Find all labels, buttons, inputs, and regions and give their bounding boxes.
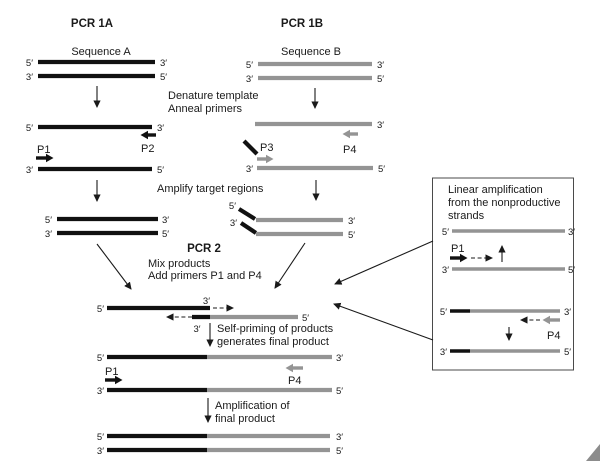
- prime-label: 5′: [564, 347, 571, 358]
- prime-label: 3′: [246, 164, 253, 175]
- prime-label: 5′: [348, 230, 355, 241]
- prime-label: 5′: [26, 123, 33, 134]
- prime-label: 3′: [348, 216, 355, 227]
- anneal-text: Anneal primers: [168, 103, 242, 115]
- primer-p4-label: P4: [547, 330, 560, 342]
- note-box: Linear amplification from the nonproduct…: [333, 177, 575, 371]
- prime-label: 5′: [377, 74, 384, 85]
- pcr1a-title: PCR 1A: [71, 18, 113, 30]
- amplify-text: Amplify target regions: [157, 183, 264, 195]
- prime-label: 3′: [442, 265, 449, 276]
- primer-p3-label: P3: [260, 142, 273, 154]
- prime-label: 5′: [378, 164, 385, 175]
- prime-label: 3′: [97, 386, 104, 397]
- prime-label: 5′: [246, 60, 253, 71]
- pointer-arrow-lower: [333, 302, 434, 341]
- prime-label: 3′: [336, 432, 343, 443]
- note-box-border: [432, 177, 574, 371]
- prime-label: 3′: [193, 324, 200, 335]
- prime-label: 5′: [97, 353, 104, 364]
- prime-label: 3′: [26, 165, 33, 176]
- annealed-heteroduplex: 5′ 3′ 5′ 3′: [97, 296, 309, 335]
- prime-label: 3′: [203, 296, 210, 307]
- prime-label: 5′: [97, 432, 104, 443]
- prime-label: 5′: [336, 386, 343, 397]
- black-tail-top: [237, 207, 257, 221]
- prime-label: 3′: [377, 120, 384, 131]
- prime-label: 3′: [157, 123, 164, 134]
- prime-label: 3′: [97, 446, 104, 457]
- prime-label: 5′: [160, 72, 167, 83]
- pcr2-title: PCR 2: [187, 243, 221, 255]
- sequence-a-label: Sequence A: [71, 46, 131, 58]
- prime-label: 5′: [97, 304, 104, 315]
- pcr1b-product-duplex: 5′ 3′ 3′ 5′: [229, 201, 355, 241]
- prime-label: 5′: [162, 229, 169, 240]
- prime-label: 5′: [336, 446, 343, 457]
- sequence-b-duplex: 5′ 3′ 3′ 5′: [246, 60, 384, 85]
- primer-p1-label: P1: [37, 144, 50, 156]
- primer-p4-label: P4: [343, 144, 356, 156]
- denatured-a-with-primers: 5′ 3′ P2 P1 3′ 5′: [26, 123, 164, 176]
- amplification-text-line1: Amplification of: [215, 400, 291, 412]
- prime-label: 5′: [45, 215, 52, 226]
- primer-p1-label: P1: [105, 366, 118, 378]
- prime-label: 3′: [162, 215, 169, 226]
- prime-label: 5′: [440, 307, 447, 318]
- sequence-a-duplex: 5′ 3′ 3′ 5′: [26, 58, 167, 83]
- self-priming-text-line2: generates final product: [217, 336, 329, 348]
- prime-label: 5′: [302, 313, 309, 324]
- nonproductive-strand-group-1: 5′ 3′ P1 3′ 5′: [442, 227, 575, 276]
- prime-label: 3′: [45, 229, 52, 240]
- mix-arrow-from-a: [96, 243, 132, 290]
- pcr2-section: 5′ 3′ 5′ 3′ Self-priming of products gen…: [97, 296, 343, 457]
- prime-label: 3′: [377, 60, 384, 71]
- mix-arrow-from-b: [274, 242, 306, 289]
- prime-label: 5′: [26, 58, 33, 69]
- black-tail-bottom: [239, 221, 258, 235]
- prime-label: 3′: [568, 227, 575, 238]
- prime-label: 5′: [568, 265, 575, 276]
- prime-label: 3′: [440, 347, 447, 358]
- amplification-text-line2: final product: [215, 413, 275, 425]
- prime-label: 5′: [442, 227, 449, 238]
- prime-label: 3′: [564, 307, 571, 318]
- nonproductive-strand-group-2: 5′ 3′ P4 3′ 5′: [440, 307, 571, 358]
- prime-label: 3′: [246, 74, 253, 85]
- add-primers-text: Add primers P1 and P4: [148, 270, 262, 282]
- primer-p1-label: P1: [451, 243, 464, 255]
- pcr1b-column: PCR 1B Sequence B 5′ 3′ 3′ 5′ 3′ P4 P3 3…: [229, 18, 385, 289]
- pointer-arrow-upper: [334, 240, 434, 285]
- note-text-line3: strands: [448, 210, 485, 222]
- sequence-b-label: Sequence B: [281, 46, 341, 58]
- fused-product-with-primers: 5′ 3′ P1 P4 3′ 5′: [97, 353, 343, 397]
- prime-label: 3′: [26, 72, 33, 83]
- primer-p2-label: P2: [141, 143, 154, 155]
- self-priming-text-line1: Self-priming of products: [217, 323, 334, 335]
- prime-label: 3′: [336, 353, 343, 364]
- primer-p3-tail: [242, 139, 259, 156]
- prime-label: 5′: [229, 201, 236, 212]
- final-product-duplex: 5′ 3′ 3′ 5′: [97, 432, 343, 457]
- page-corner-artifact: [586, 444, 600, 461]
- denature-text: Denature template: [168, 90, 259, 102]
- pcr1b-title: PCR 1B: [281, 18, 323, 30]
- prime-label: 3′: [160, 58, 167, 69]
- note-text-line1: Linear amplification: [448, 184, 543, 196]
- denatured-b-with-primers: 3′ P4 P3 3′ 5′: [242, 120, 385, 175]
- prime-label: 5′: [157, 165, 164, 176]
- pcr1a-column: PCR 1A Sequence A 5′ 3′ 3′ 5′ 5′ 3′ P2 P…: [26, 18, 169, 290]
- note-text-line2: from the nonproductive: [448, 197, 561, 209]
- primer-p4-label: P4: [288, 375, 301, 387]
- prime-label: 3′: [230, 218, 237, 229]
- step-texts: Denature template Anneal primers Amplify…: [148, 90, 264, 282]
- pcr1a-product-duplex: 5′ 3′ 3′ 5′: [45, 215, 169, 240]
- mix-products-text: Mix products: [148, 258, 211, 270]
